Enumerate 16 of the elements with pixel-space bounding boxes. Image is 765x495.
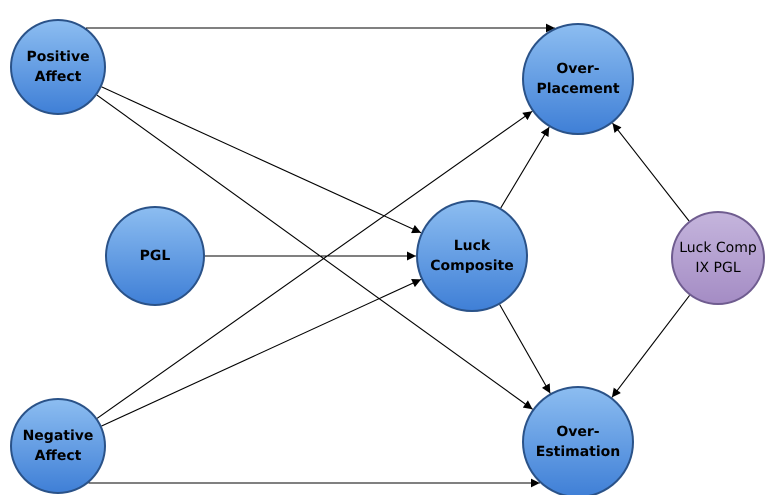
- arrow: [612, 122, 690, 222]
- arrow: [101, 86, 422, 234]
- node-label: Positive Affect: [25, 48, 91, 87]
- node-label: Over-Estimation: [534, 422, 622, 462]
- arrow: [611, 295, 690, 398]
- arrow: [499, 304, 551, 394]
- node-label: Luck Composite: [429, 236, 515, 276]
- arrow: [500, 126, 550, 208]
- node-label: Luck Comp IX PGL: [678, 238, 758, 278]
- node-label: Over-Placement: [535, 60, 621, 99]
- arrow: [86, 24, 555, 32]
- arrow: [101, 278, 422, 426]
- node-label: Negative Affect: [22, 426, 94, 466]
- arrow: [205, 252, 416, 260]
- arrow: [88, 478, 540, 488]
- node-label: PGL: [138, 246, 172, 266]
